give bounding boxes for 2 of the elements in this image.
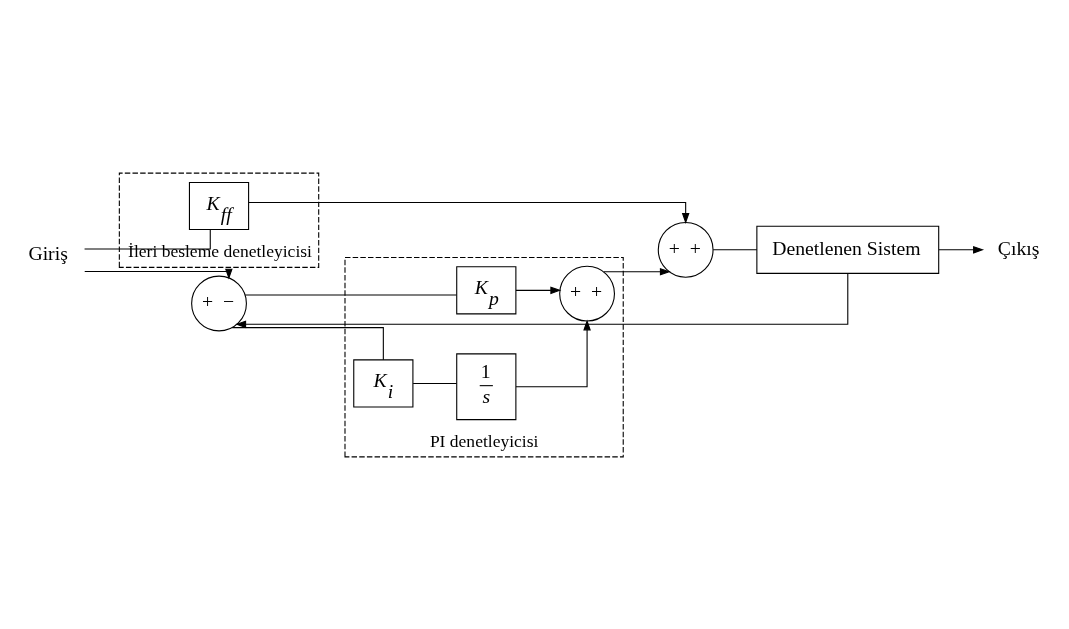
node-text: Giriş (28, 241, 68, 264)
node-text: Çıkış (997, 236, 1040, 259)
